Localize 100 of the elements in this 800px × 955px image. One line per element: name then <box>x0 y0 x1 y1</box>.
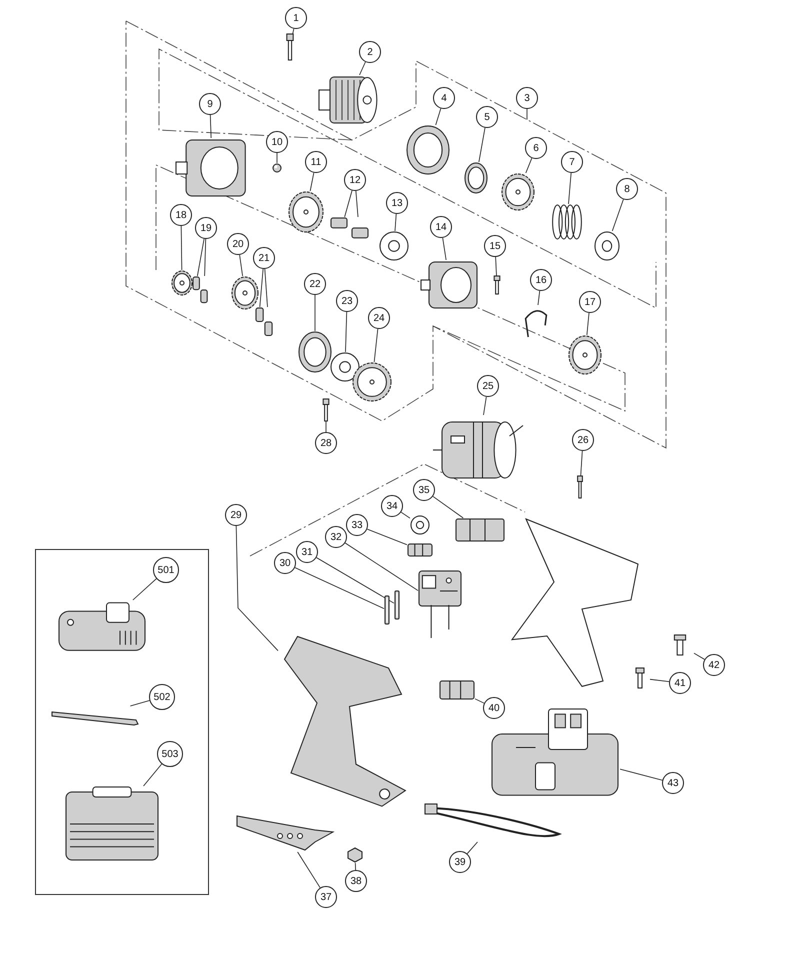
leader-line <box>620 768 663 781</box>
leader-line <box>344 190 352 218</box>
callout-number: 26 <box>572 429 594 451</box>
spring-drawing <box>551 204 583 240</box>
callout-number: 23 <box>336 290 358 312</box>
callout-number: 34 <box>381 495 403 517</box>
callout-number: 21 <box>253 247 275 269</box>
callout-number: 10 <box>266 131 288 153</box>
leader-line <box>580 450 583 476</box>
washer-drawing <box>379 231 409 261</box>
leader-line <box>694 652 705 660</box>
leader-line <box>374 328 378 362</box>
leader-line <box>538 290 540 306</box>
callout-number: 16 <box>530 269 552 291</box>
leader-line <box>366 528 408 546</box>
ring-drawing <box>406 125 450 175</box>
leader-line <box>132 578 157 600</box>
leader-line <box>394 214 397 232</box>
rubber-block-drawing <box>407 543 433 557</box>
leader-line <box>310 172 314 192</box>
callout-number: 4 <box>433 87 455 109</box>
callout-number: 20 <box>227 233 249 255</box>
leader-line <box>356 190 358 218</box>
switch-drawing <box>418 570 462 640</box>
callout-number: 13 <box>386 192 408 214</box>
callout-number: 18 <box>170 204 192 226</box>
callout-number: 30 <box>274 552 296 574</box>
leader-line <box>466 842 478 854</box>
leader-line <box>236 526 278 652</box>
leader-line <box>314 294 316 332</box>
leader-line <box>210 114 212 138</box>
gear-housing-drawing <box>175 138 249 198</box>
leader-line <box>483 396 487 416</box>
planet-gears-drawing <box>330 217 370 239</box>
drill-chuck-drawing <box>318 75 378 125</box>
pin-drawing <box>394 590 400 620</box>
callout-number: 40 <box>483 697 505 719</box>
leader-line <box>354 862 356 870</box>
leader-line <box>568 172 572 204</box>
callout-number: 6 <box>525 137 547 159</box>
callout-number: 1 <box>285 7 307 29</box>
carrying-case-drawing <box>64 786 160 862</box>
leader-line <box>204 238 206 276</box>
gear-drawing <box>568 335 602 375</box>
leader-line <box>442 238 446 260</box>
planet-gears-drawing <box>192 276 208 304</box>
gear-drawing <box>352 362 392 402</box>
leader-line <box>294 567 384 609</box>
ring-drawing <box>298 331 332 373</box>
callout-number: 9 <box>199 93 221 115</box>
leader-line <box>359 62 366 76</box>
leader-line <box>612 199 624 232</box>
callout-number: 28 <box>315 432 337 454</box>
gear-drawing <box>231 276 259 310</box>
callout-number: 41 <box>669 672 691 694</box>
callout-number: 32 <box>325 526 347 548</box>
pin-drawing <box>384 595 390 625</box>
callout-number: 39 <box>449 851 471 873</box>
callout-number: 2 <box>359 41 381 63</box>
callout-number: 15 <box>484 235 506 257</box>
rubber-block-drawing <box>455 518 505 542</box>
callout-number: 42 <box>703 654 725 676</box>
leader-line <box>432 496 464 518</box>
callout-number: 17 <box>579 291 601 313</box>
ring-drawing <box>464 162 488 194</box>
planet-gears-drawing <box>255 307 273 337</box>
callout-number: 24 <box>368 307 390 329</box>
gear-housing-drawing <box>420 260 480 310</box>
leader-line <box>344 542 418 591</box>
callout-number: 14 <box>430 216 452 238</box>
screw-drawing <box>574 476 586 498</box>
leader-line <box>586 312 590 336</box>
leader-line <box>474 698 484 704</box>
callout-number: 7 <box>561 151 583 173</box>
callout-number: 29 <box>225 504 247 526</box>
callout-number: 25 <box>477 375 499 397</box>
leader-line <box>143 764 162 786</box>
callout-number: 11 <box>305 151 327 173</box>
callout-number: 35 <box>413 479 435 501</box>
leader-line <box>297 852 320 888</box>
callout-number: 501 <box>153 557 179 583</box>
leader-line <box>435 108 442 126</box>
leader-line <box>130 700 150 706</box>
leader-line <box>478 127 486 162</box>
steel-ball-drawing <box>272 163 282 173</box>
leader-line <box>180 226 182 270</box>
nut-drawing <box>347 847 363 863</box>
callout-number: 19 <box>195 217 217 239</box>
callout-number: 33 <box>346 514 368 536</box>
leader-line <box>525 158 532 174</box>
leader-line <box>239 254 243 276</box>
leader-line <box>345 312 348 352</box>
gear-drawing <box>171 270 193 296</box>
callout-number: 503 <box>157 741 183 767</box>
leader-line <box>650 678 670 682</box>
leader-line <box>400 512 410 519</box>
rubber-block-drawing <box>439 680 475 700</box>
callout-number: 43 <box>662 772 684 794</box>
callout-number: 22 <box>304 273 326 295</box>
leader-line <box>495 256 497 276</box>
